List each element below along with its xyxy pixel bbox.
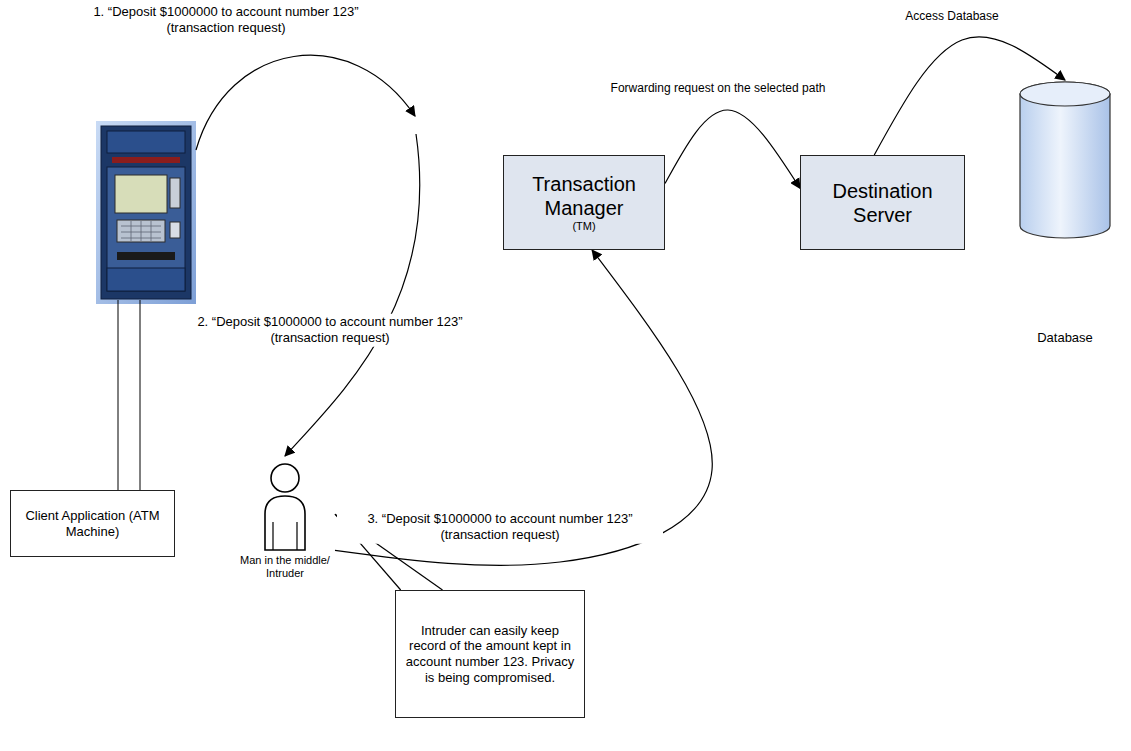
flow-arrow [665, 110, 800, 188]
request-arrow [196, 55, 415, 150]
atm-band [112, 157, 180, 163]
edge-label: 3. “Deposit $1000000 to account number 1… [337, 511, 663, 544]
person-shape [235, 460, 335, 552]
intruder-figure: Man in the middle/ Intruder [235, 460, 335, 580]
cylinder-body [1020, 82, 1110, 238]
atm-panel [107, 167, 185, 291]
process-box: Destination Server [800, 155, 965, 250]
arrow-label: 1. “Deposit $1000000 to account number 1… [63, 4, 389, 37]
atm-header [107, 131, 185, 153]
person-head [271, 464, 299, 492]
node-text: Destination Server [809, 179, 956, 227]
person-arms [273, 522, 297, 550]
atm-card-slot [170, 178, 180, 208]
atm-base [107, 268, 185, 291]
leader-line [140, 300, 141, 490]
node-text: Man in the middle/ Intruder [235, 554, 335, 580]
atm-keypad [117, 220, 165, 242]
edge-label: Forwarding request on the selected path [608, 81, 829, 96]
callout-box: Client Application (ATM Machine) [10, 490, 175, 557]
cylinder-top [1020, 82, 1110, 106]
request-arrow [285, 134, 420, 456]
database-cylinder: Database [1018, 80, 1112, 346]
atm-screen [115, 175, 167, 213]
node-text: Database [1018, 330, 1112, 346]
arrow-label: 2. “Deposit $1000000 to account number 1… [167, 314, 493, 347]
node-text: Client Application (ATM Machine) [19, 508, 166, 539]
atm-glow [96, 121, 196, 304]
edge-label: Access Database [902, 9, 1001, 24]
process-box: Transaction Manager(TM) [503, 155, 665, 250]
atm-keys [121, 221, 161, 241]
person-body [265, 496, 305, 550]
callout-box: Intruder can easily keep record of the a… [395, 590, 585, 718]
atm-receipt-slot [170, 222, 180, 238]
node-subtext: (TM) [572, 220, 595, 233]
flow-arrow [335, 250, 712, 565]
atm-cash-slot [117, 252, 175, 260]
node-text: Transaction Manager [512, 172, 656, 220]
atm-machine [96, 121, 196, 304]
cylinder-shape [1018, 80, 1112, 240]
atm-body [101, 126, 191, 299]
leader-line [118, 300, 119, 490]
node-text: Intruder can easily keep record of the a… [404, 623, 576, 685]
